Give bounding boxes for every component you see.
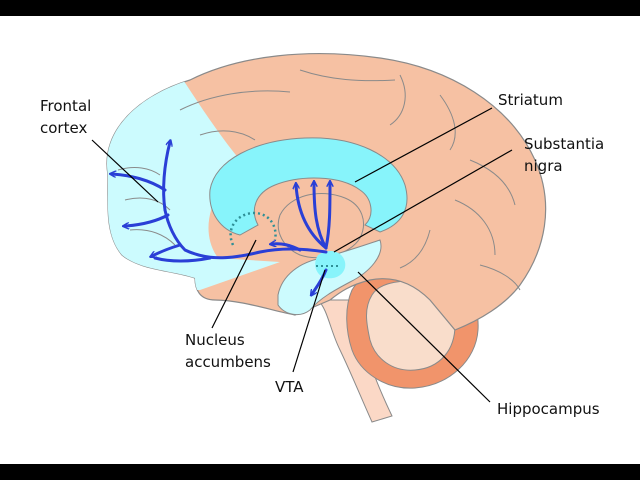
pathway-frontal-left — [112, 174, 167, 192]
pathway-striatum-3 — [324, 183, 330, 250]
leader-lines — [91, 107, 513, 403]
leader-nucleus — [211, 239, 257, 329]
pathway-frontal-up — [162, 142, 170, 212]
label-nucleus-accumbens-2: accumbens — [185, 353, 271, 371]
label-frontal-cortex-1: Frontal — [40, 97, 91, 115]
pathway-vta — [312, 268, 328, 294]
frontal-cortex-region — [106, 60, 280, 290]
label-substantia-nigra-2: nigra — [524, 157, 563, 175]
substantia-nigra-area — [315, 250, 346, 279]
leader-frontal — [91, 139, 159, 203]
bottom-letterbox — [0, 464, 640, 480]
corpus-callosum-band — [209, 137, 408, 236]
pathway-accumbens — [272, 244, 302, 252]
gyri-lines — [117, 69, 521, 291]
leader-substantia — [333, 149, 513, 253]
pathway-frontal-low — [152, 243, 182, 256]
label-striatum: Striatum — [498, 91, 563, 109]
label-hippocampus: Hippocampus — [497, 400, 600, 418]
pathway-mesocortical-trunk — [163, 208, 328, 260]
dopamine-pathways — [112, 142, 330, 294]
leader-vta — [292, 269, 326, 373]
top-letterbox — [0, 0, 640, 16]
pathway-striatum-1 — [296, 185, 328, 250]
label-nucleus-accumbens-1: Nucleus — [185, 331, 245, 349]
pathway-striatum-2 — [314, 183, 328, 250]
leader-hippocampus — [357, 271, 491, 403]
leader-striatum — [354, 107, 493, 183]
pathway-frontal-bottom — [153, 256, 212, 263]
label-substantia-nigra-1: Substantia — [524, 135, 604, 153]
label-frontal-cortex-2: cortex — [40, 119, 87, 137]
pathway-frontal-mid — [125, 213, 170, 226]
label-vta: VTA — [275, 378, 304, 396]
